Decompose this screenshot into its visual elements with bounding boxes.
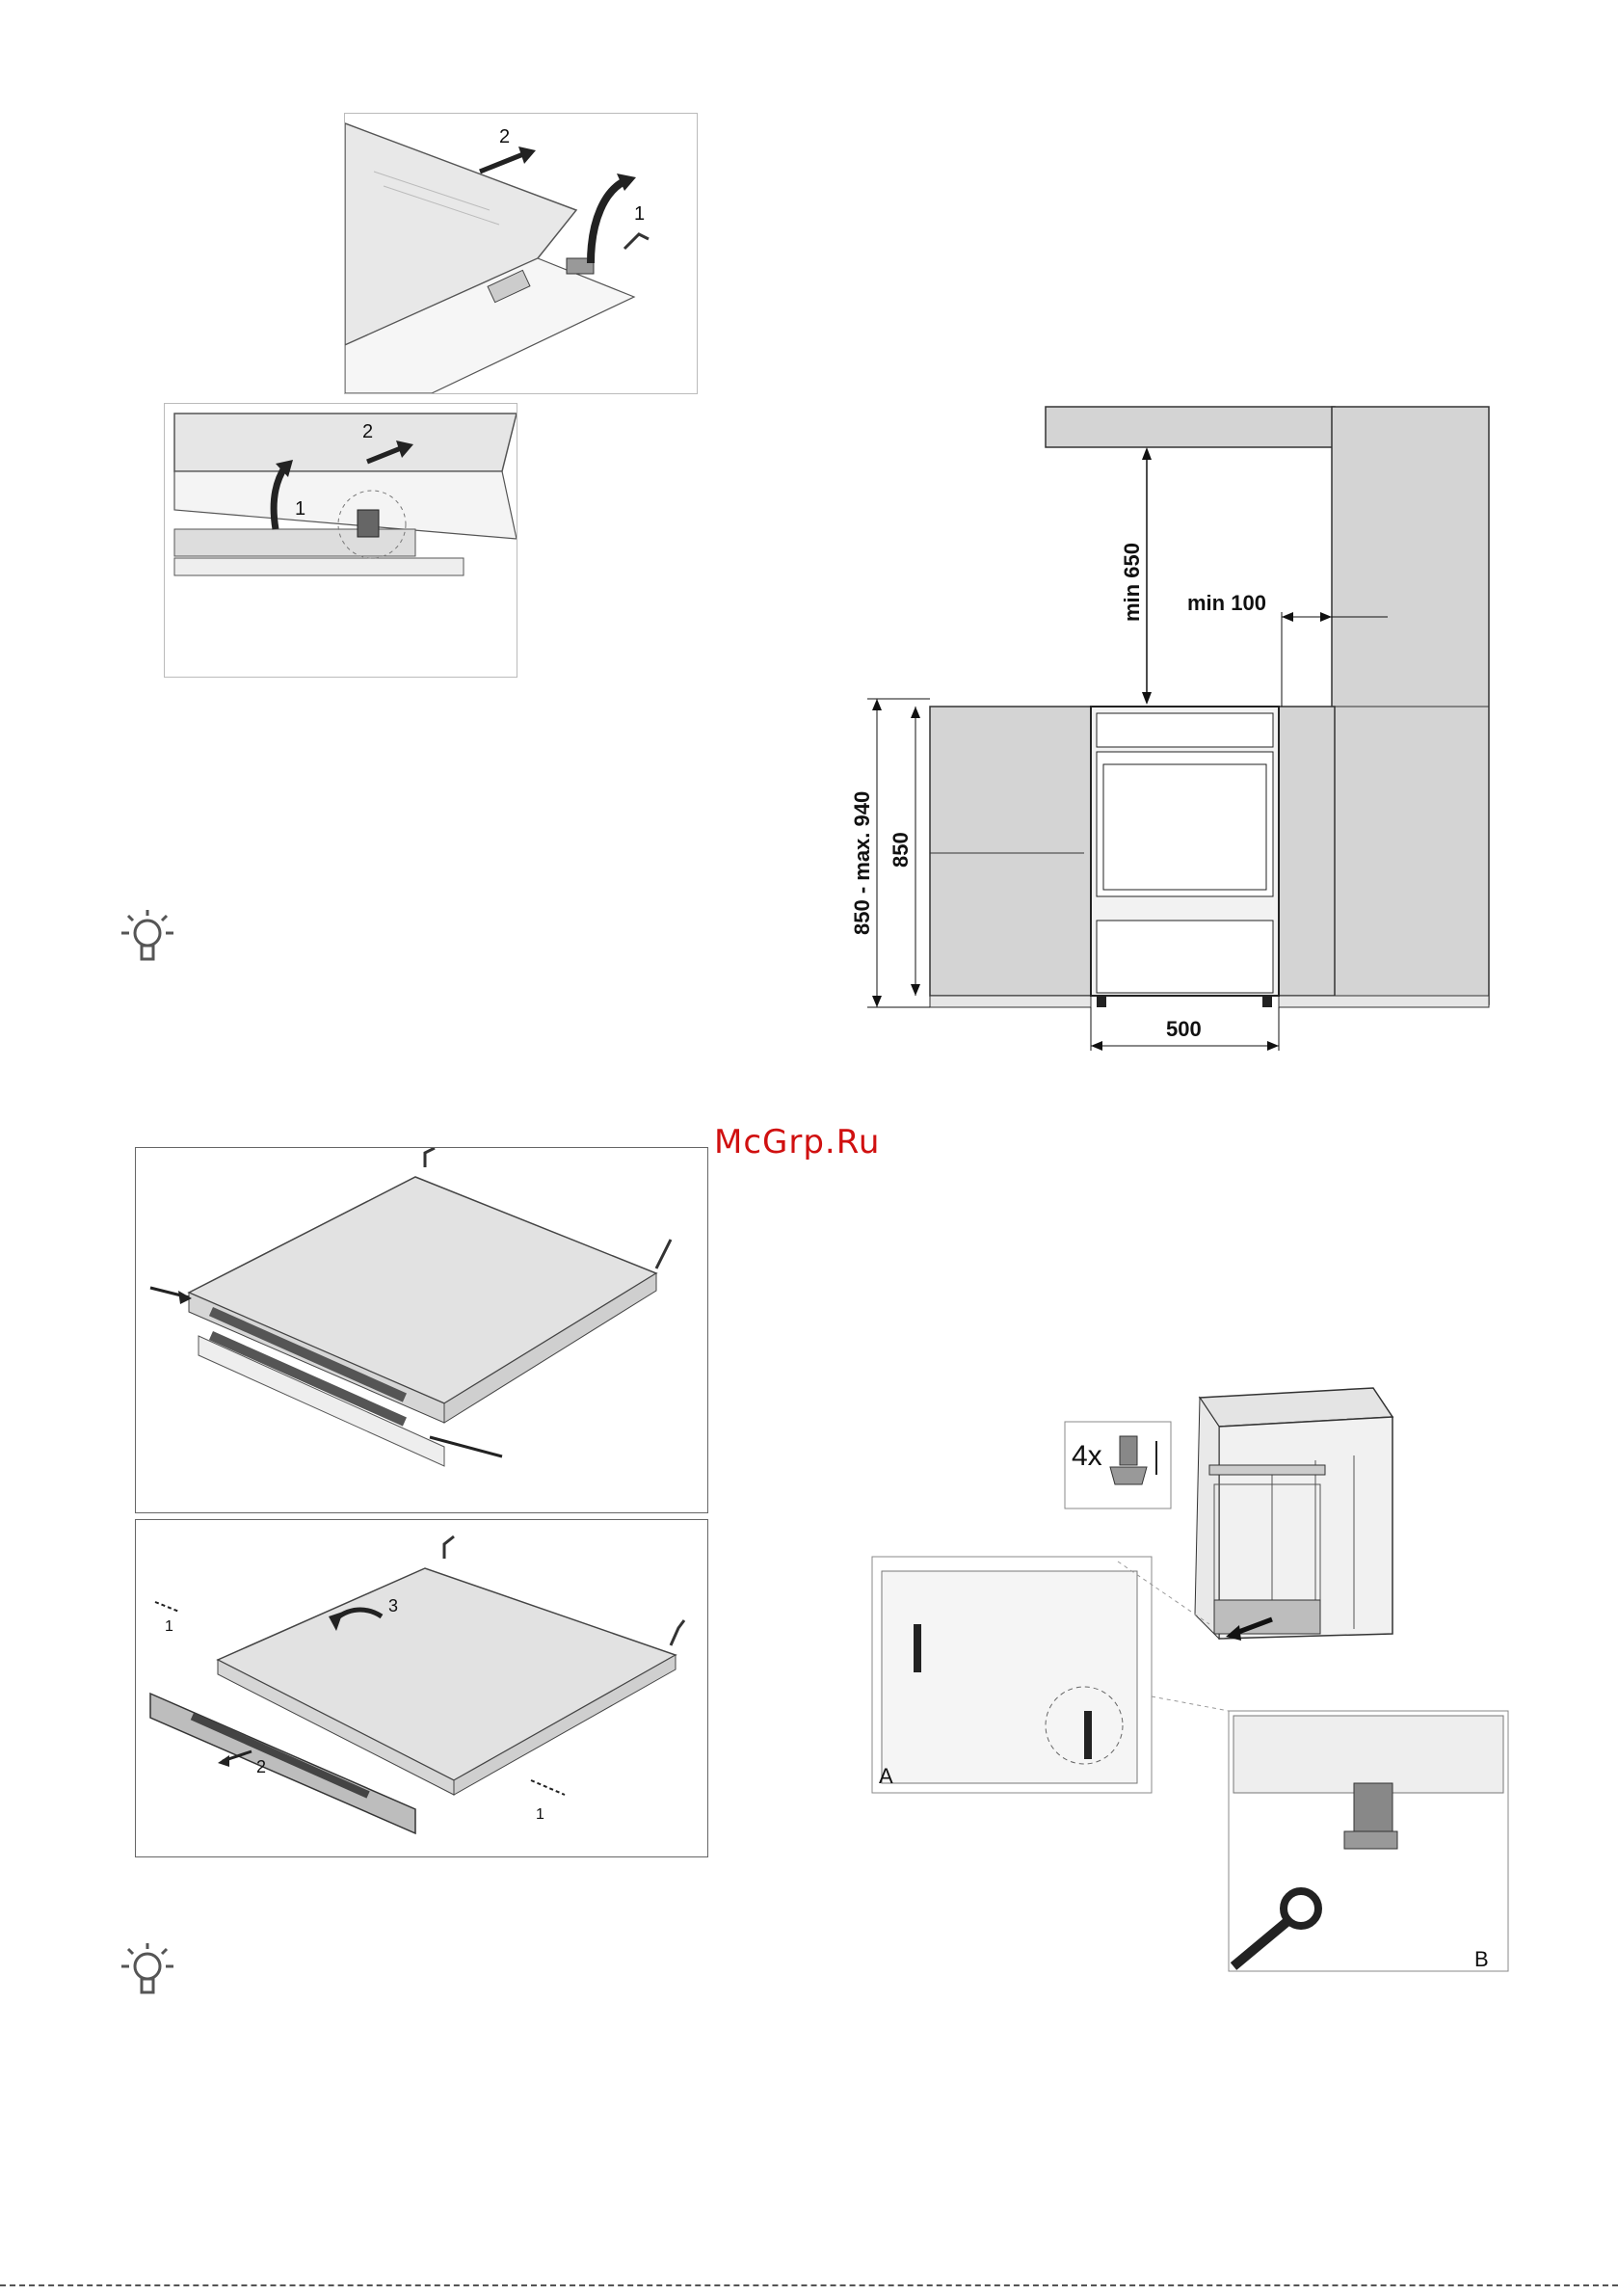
- watermark: McGrp.Ru: [714, 1123, 880, 1161]
- label-b: B: [1474, 1947, 1489, 1971]
- dim-min-100: min 100: [1187, 591, 1266, 615]
- hinge-bottom-step-2: 2: [362, 421, 373, 442]
- label-a: A: [879, 1764, 893, 1788]
- feet-count: 4x: [1072, 1440, 1102, 1472]
- panel-step-2: 2: [256, 1757, 266, 1776]
- dim-850-940: 850 - max. 940: [850, 791, 874, 935]
- panel-step-1-right: 1: [536, 1806, 544, 1823]
- hinge-top-step-1: 1: [634, 203, 645, 225]
- dim-500: 500: [1166, 1017, 1202, 1041]
- figure-installation-dimensions: min 650 min 100 850 - max. 940 850 500: [838, 400, 1513, 1060]
- figure-hinge-bottom: 2 1: [164, 403, 517, 678]
- hinge-top-step-2: 2: [499, 126, 510, 147]
- lightbulb-icon: [114, 906, 181, 974]
- lightbulb-icon: [114, 1939, 181, 2007]
- footer-rule: [0, 2284, 1618, 2286]
- panel-step-3: 3: [388, 1596, 398, 1615]
- panel-step-1-left: 1: [165, 1618, 173, 1635]
- dim-min-650: min 650: [1120, 543, 1144, 622]
- hinge-bottom-step-1: 1: [295, 498, 305, 520]
- dim-850: 850: [889, 832, 913, 868]
- figure-hinge-top: 2 1: [344, 113, 698, 394]
- figure-panel-insert: [135, 1147, 708, 1513]
- figure-panel-remove: 1 3 2 1: [135, 1519, 708, 1857]
- figure-adjustable-feet: 4x A B: [867, 1378, 1513, 1995]
